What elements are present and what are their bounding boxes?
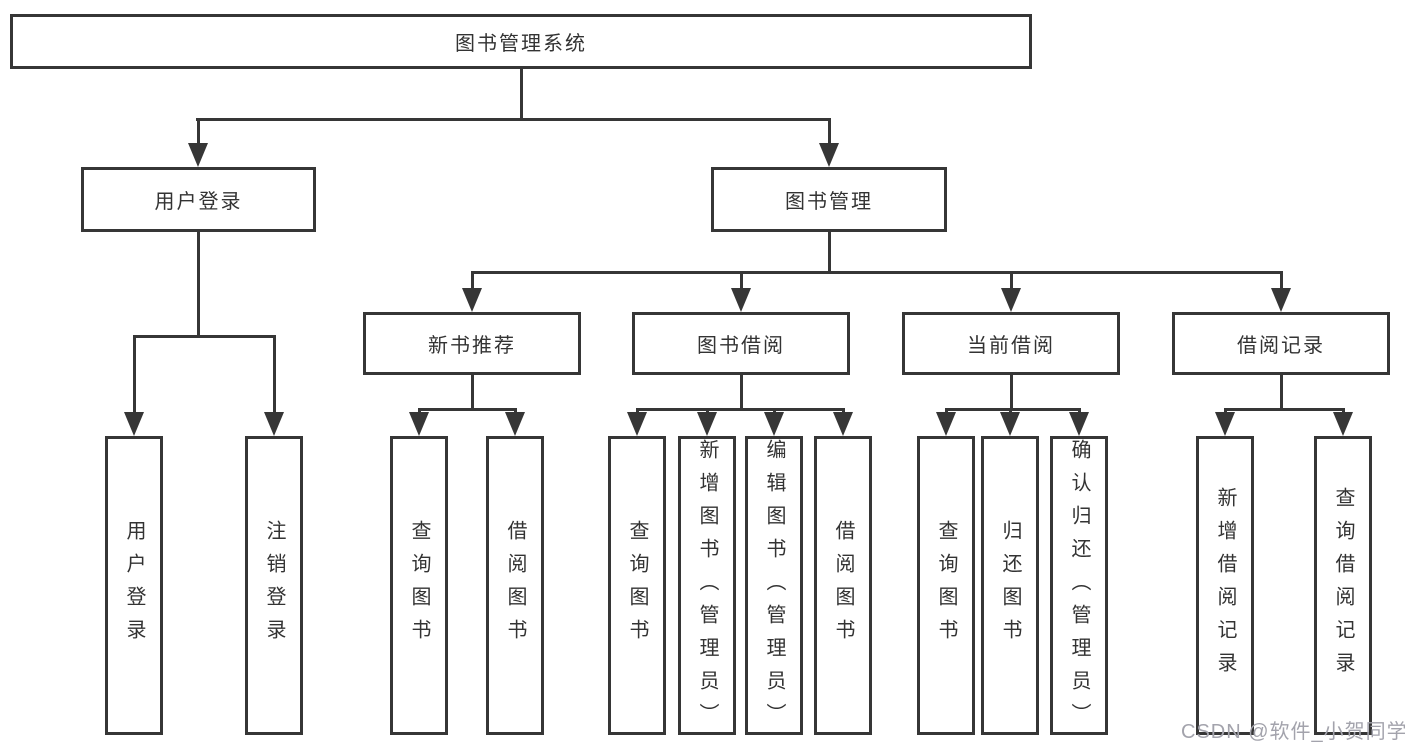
node-new-book-recommend: 新书推荐 bbox=[363, 312, 581, 375]
connector-line bbox=[1010, 271, 1013, 290]
node-book-borrow-label: 图书借阅 bbox=[697, 335, 785, 357]
connector-line bbox=[740, 375, 743, 410]
arrow-down-icon bbox=[505, 412, 525, 436]
leaf-query-books-borrow-label: 查询图书 bbox=[626, 519, 648, 652]
leaf-add-book-admin: 新增图书（管理员） bbox=[678, 436, 736, 736]
connector-line bbox=[133, 335, 276, 338]
node-current-borrow-label: 当前借阅 bbox=[967, 335, 1055, 357]
arrow-down-icon bbox=[1215, 412, 1235, 436]
arrow-down-icon bbox=[936, 412, 956, 436]
arrow-down-icon bbox=[1333, 412, 1353, 436]
arrow-down-icon bbox=[1069, 412, 1089, 436]
node-root-label: 图书管理系统 bbox=[455, 33, 587, 55]
leaf-user-login-label: 用户登录 bbox=[123, 519, 145, 652]
connector-line bbox=[197, 118, 200, 146]
connector-line bbox=[1280, 271, 1283, 290]
arrow-down-icon bbox=[833, 412, 853, 436]
arrow-down-icon bbox=[731, 288, 751, 312]
arrow-down-icon bbox=[697, 412, 717, 436]
leaf-query-books-current-label: 查询图书 bbox=[935, 519, 957, 652]
leaf-return-books: 归还图书 bbox=[981, 436, 1039, 735]
connector-line bbox=[273, 335, 276, 415]
arrow-down-icon bbox=[409, 412, 429, 436]
leaf-edit-book-admin-label: 编辑图书（管理员） bbox=[763, 439, 785, 736]
leaf-query-books-current: 查询图书 bbox=[917, 436, 975, 735]
connector-line bbox=[828, 118, 831, 146]
leaf-confirm-return-admin-label: 确认归还（管理员） bbox=[1068, 439, 1090, 736]
node-book-borrow: 图书借阅 bbox=[632, 312, 850, 375]
connector-line bbox=[828, 232, 831, 273]
leaf-logout-label: 注销登录 bbox=[263, 519, 285, 652]
connector-line bbox=[636, 408, 845, 411]
node-book-management: 图书管理 bbox=[711, 167, 947, 232]
leaf-add-book-admin-label: 新增图书（管理员） bbox=[696, 439, 718, 736]
leaf-edit-book-admin: 编辑图书（管理员） bbox=[745, 436, 803, 736]
node-borrow-records: 借阅记录 bbox=[1172, 312, 1390, 375]
leaf-user-login: 用户登录 bbox=[105, 436, 163, 735]
connector-line bbox=[471, 375, 474, 410]
leaf-query-borrow-record: 查询借阅记录 bbox=[1314, 436, 1372, 735]
connector-line bbox=[197, 232, 200, 337]
node-borrow-records-label: 借阅记录 bbox=[1237, 335, 1325, 357]
node-user-login-label: 用户登录 bbox=[154, 191, 243, 213]
leaf-return-books-label: 归还图书 bbox=[999, 519, 1021, 652]
connector-line bbox=[418, 408, 517, 411]
leaf-add-borrow-record: 新增借阅记录 bbox=[1196, 436, 1254, 735]
arrow-down-icon bbox=[1001, 288, 1021, 312]
arrow-down-icon bbox=[819, 143, 839, 167]
arrow-down-icon bbox=[264, 412, 284, 436]
connector-line bbox=[471, 271, 1283, 274]
node-new-book-recommend-label: 新书推荐 bbox=[428, 335, 516, 357]
watermark: CSDN @软件_小贺同学 bbox=[1181, 721, 1405, 743]
connector-line bbox=[740, 271, 743, 290]
leaf-borrow-books-borrow: 借阅图书 bbox=[814, 436, 872, 735]
leaf-query-books-borrow: 查询图书 bbox=[608, 436, 666, 735]
connector-line bbox=[1280, 375, 1283, 410]
arrow-down-icon bbox=[764, 412, 784, 436]
node-user-login: 用户登录 bbox=[81, 167, 316, 232]
leaf-borrow-books-borrow-label: 借阅图书 bbox=[832, 519, 854, 652]
leaf-add-borrow-record-label: 新增借阅记录 bbox=[1214, 486, 1236, 685]
connector-line bbox=[196, 118, 831, 121]
connector-line bbox=[1224, 408, 1345, 411]
node-root: 图书管理系统 bbox=[10, 14, 1032, 69]
leaf-query-books-recommend: 查询图书 bbox=[390, 436, 448, 735]
arrow-down-icon bbox=[1000, 412, 1020, 436]
node-book-management-label: 图书管理 bbox=[785, 191, 873, 213]
arrow-down-icon bbox=[188, 143, 208, 167]
arrow-down-icon bbox=[627, 412, 647, 436]
leaf-borrow-books-recommend-label: 借阅图书 bbox=[504, 519, 526, 652]
connector-line bbox=[1010, 375, 1013, 410]
connector-line bbox=[133, 335, 136, 415]
connector-line bbox=[471, 271, 474, 290]
leaf-confirm-return-admin: 确认归还（管理员） bbox=[1050, 436, 1108, 736]
connector-line bbox=[520, 69, 523, 118]
connector-line bbox=[945, 408, 1081, 411]
node-current-borrow: 当前借阅 bbox=[902, 312, 1120, 375]
leaf-query-borrow-record-label: 查询借阅记录 bbox=[1332, 486, 1354, 685]
leaf-query-books-recommend-label: 查询图书 bbox=[408, 519, 430, 652]
arrow-down-icon bbox=[462, 288, 482, 312]
leaf-logout: 注销登录 bbox=[245, 436, 303, 735]
arrow-down-icon bbox=[124, 412, 144, 436]
arrow-down-icon bbox=[1271, 288, 1291, 312]
leaf-borrow-books-recommend: 借阅图书 bbox=[486, 436, 544, 735]
